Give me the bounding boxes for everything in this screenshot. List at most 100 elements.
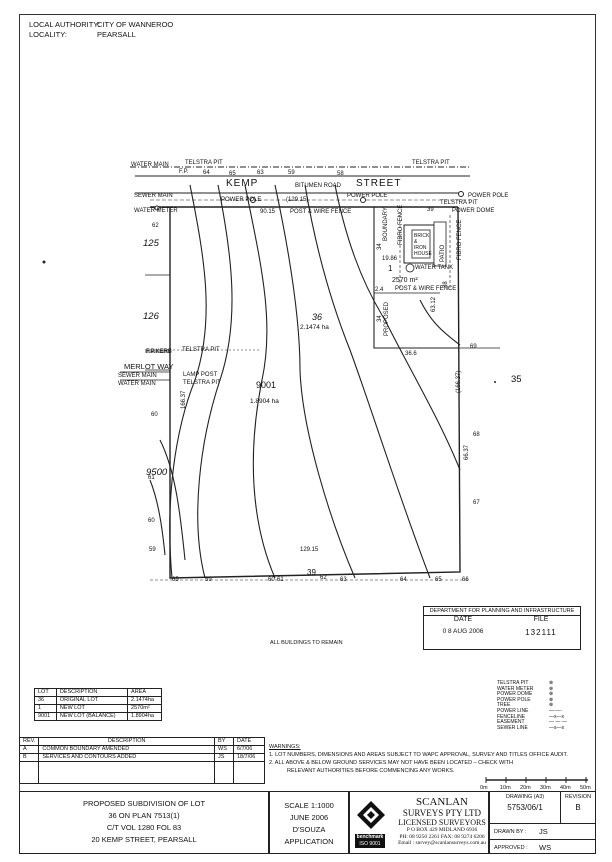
warnings-block: WARNINGS: 1. LOT NUMBERS, DIMENSIONS AND… [269,743,568,775]
company-line-3: LICENSED SURVEYORS [398,818,486,827]
table-cell: 36 [34,696,57,705]
drawn-by-label: DRAWN BY : [494,828,527,835]
table-cell: WS [214,745,234,754]
lot-table: LOT DESCRIPTION AREA 36 ORIGINAL LOT 2.1… [34,688,162,721]
merlot-way-label: MERLOT WAY [124,362,174,371]
telstra-pit-label-2: TELSTRA PIT [412,160,450,166]
telstra-pit-label-3: TELSTRA PIT [183,380,221,386]
approved-label: APPROVED : [494,844,528,851]
scanlan-logo-icon [357,801,385,829]
drawing-info: DRAWING (A3) 5753/06/1 REVISION B DRAWN … [489,791,596,854]
power-pole-label: POWER POLE [221,197,262,203]
company-name: SCANLAN SURVEYS PTY LTD LICENSED SURVEYO… [396,796,488,847]
stamp-file-value: 132111 [525,628,557,637]
date-text: JUNE 2006 [289,813,329,822]
stamp-date-label: DATE [453,616,473,623]
legend-item: TREE [497,702,511,709]
lot9001-number: 9001 [256,380,277,390]
sewer-main-label: SEWER MAIN [134,193,173,199]
lot1-front-dim: 39 [427,207,434,213]
lot36-area: 2.1474 ha [300,324,329,331]
scale-text: SCALE 1:1000 [284,801,334,810]
street-name-kemp: KEMP [226,178,259,189]
contour-label: 68 [473,432,480,438]
street-name-street: STREET [356,178,402,189]
easement-symbol-icon: — — — [549,719,567,726]
company-line-1: SCANLAN [416,796,468,808]
table-cell: 18/7/06 [233,753,265,762]
water-meter-symbol-icon: ⊗ [549,685,554,692]
contour-label: 61 [148,475,155,481]
boundary-label: BOUNDARY [383,207,389,241]
scale-bar [485,777,588,783]
table-header-row: REV. DESCRIPTION BY DATE [18,737,265,746]
table-cell: NEW LOT [55,704,129,713]
approved-value: WS [539,843,552,852]
fenceline-symbol-icon: —x—x [549,713,564,720]
sewer-main-label-2: SEWER MAIN [118,373,157,379]
legend-item: POWER DOME [497,691,533,698]
company-email: Email : survey@scanlansurveys.com.au [398,840,486,846]
locality-label: LOCALITY: [29,30,67,39]
contour-label: 63 [257,170,264,176]
lot1-inner-dim-2: 2.4 [375,287,384,293]
lot1-number: 1 [388,264,393,273]
telstra-pit-label-5: TELSTRA PIT [440,200,478,206]
right-side-dim: (166.37) [456,370,462,393]
front-dim: (129.15) [286,197,309,203]
power-dome-symbol-icon: ⊗ [549,691,554,698]
table-cell: 9001 [34,712,57,721]
scale-label: 0m [480,785,488,791]
drawing-number-cell: DRAWING (A3) 5753/06/1 [490,792,561,823]
locality-value: PEARSALL [97,30,136,39]
table-cell: 2.1474ha [127,696,162,705]
contour-label: 63 [340,577,347,583]
table-header: AREA [127,688,162,697]
lot-125: 125 [143,238,159,249]
contour-label: 64 [203,170,210,176]
table-cell: 2570m² [127,704,162,713]
power-pole-label-3: POWER POLE [468,193,509,199]
warning-line: 1. LOT NUMBERS, DIMENSIONS AND AREAS SUB… [269,752,568,758]
scale-label: 10m [500,785,511,791]
contour-label: 65 [435,577,442,583]
contour-label: 62 [320,575,327,581]
table-row: A COMMON BOUNDARY AMENDED WS 6/7/06 [18,745,265,754]
telstra-pit-symbol-icon: ⊗ [549,680,554,686]
table-cell: JS [214,753,234,762]
contour-label: 60 [268,577,275,583]
warning-line: 2. ALL ABOVE & BELOW GROUND SERVICES MAY… [269,760,513,766]
scale-label: 50m [580,785,591,791]
lot1-side-dim-4: 63.12 [431,296,437,312]
water-meter-label: WATER METER [134,208,178,214]
authority-label: LOCAL AUTHORITY: [29,20,100,29]
revisions-table: REV. DESCRIPTION BY DATE A COMMON BOUNDA… [18,737,265,784]
scale-bar-labels: 0m 10m 20m 30m 40m 50m [480,785,592,791]
rear-dim: 129.15 [300,547,319,553]
legend-row: POWER POLE⊗ [497,697,577,704]
table-row: 9001 NEW LOT (BALANCE) 1.8904ha [34,712,162,721]
contour-label: 60 [148,518,155,524]
legend-row: SEWER LINE—s—s [497,725,577,732]
contour-label: 61 [277,577,284,583]
company-line-2: SURVEYS PTY LTD [402,808,482,818]
table-cell: COMMON BOUNDARY AMENDED [38,745,215,754]
table-cell: 1.8904ha [127,712,162,721]
table-row [18,761,265,784]
contour-label: 67 [473,500,480,506]
benchmark-text: benchmark [356,834,384,840]
dpi-stamp: DEPARTMENT FOR PLANNING AND INFRASTRUCTU… [423,606,581,650]
project-title-line: PROPOSED SUBDIVISION OF LOT [82,799,206,808]
revision-label: REVISION [564,794,592,800]
kerb-label: F.P.KERB [146,349,172,355]
table-header: DESCRIPTION [38,737,215,746]
benchmark-sub: ISO 9001 [359,841,381,847]
contour-label: 65 [172,577,179,583]
company-block: benchmark ISO 9001 SCANLAN SURVEYS PTY L… [349,791,489,854]
lot36-number: 36 [312,312,323,322]
lot-126: 126 [143,311,159,322]
right-side-dim-2: 66.37 [464,444,470,460]
table-cell: B [18,753,40,762]
purpose-text: APPLICATION [284,837,334,846]
drawing-value: 5753/06/1 [507,803,543,812]
